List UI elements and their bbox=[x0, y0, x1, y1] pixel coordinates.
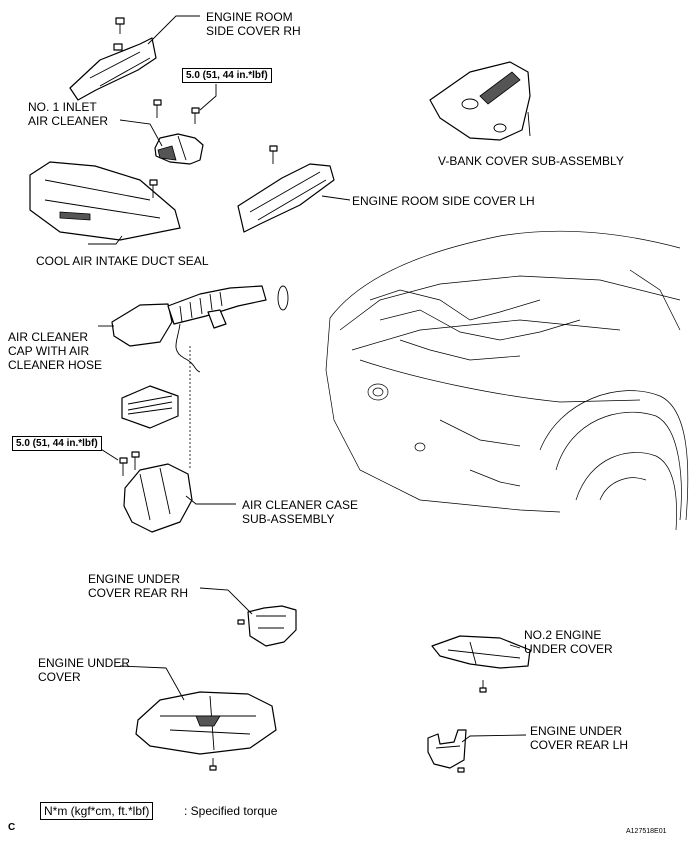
clip-icon bbox=[237, 619, 245, 625]
label-engine-under-cover-rear-lh: ENGINE UNDER COVER REAR LH bbox=[530, 724, 629, 752]
corner-mark: C bbox=[8, 822, 16, 833]
torque-spec-inlet: 5.0 (51, 44 in.*lbf) bbox=[182, 68, 272, 83]
no1-inlet-air-cleaner-part bbox=[154, 133, 204, 165]
torque-legend-description: : Specified torque bbox=[184, 804, 278, 818]
engine-under-cover-rear-lh-part bbox=[427, 729, 467, 769]
engine-under-cover-rear-rh-part bbox=[247, 605, 297, 647]
clip-icon bbox=[479, 680, 487, 693]
bolt-icon bbox=[153, 99, 200, 124]
torque-spec-case: 5.0 (51, 44 in.*lbf) bbox=[12, 436, 102, 451]
label-air-cleaner-cap: AIR CLEANER CAP WITH AIR CLEANER HOSE bbox=[8, 330, 103, 372]
figure-id: A127518E01 bbox=[626, 828, 667, 835]
label-engine-under-cover: ENGINE UNDER COVER bbox=[38, 656, 131, 684]
clip-icon bbox=[209, 758, 217, 771]
bolt-icon bbox=[115, 17, 125, 34]
label-air-cleaner-case: AIR CLEANER CASE SUB-ASSEMBLY bbox=[242, 498, 359, 526]
cool-air-intake-duct-seal-part bbox=[29, 161, 181, 241]
label-v-bank-cover: V-BANK COVER SUB-ASSEMBLY bbox=[438, 154, 624, 168]
vehicle-front-illustration bbox=[325, 230, 689, 531]
bolt-icon bbox=[269, 145, 278, 164]
air-filter-element-part bbox=[121, 385, 179, 429]
air-cleaner-case-part bbox=[123, 346, 193, 533]
label-no2-engine-under-cover: NO.2 ENGINE UNDER COVER bbox=[524, 628, 613, 656]
no2-engine-under-cover-part bbox=[431, 635, 531, 669]
engine-under-cover-part bbox=[135, 691, 277, 755]
engine-room-side-cover-lh-part bbox=[237, 163, 335, 233]
label-engine-room-side-cover-lh: ENGINE ROOM SIDE COVER LH bbox=[352, 194, 535, 208]
engine-room-side-cover-rh-part bbox=[69, 37, 157, 101]
clip-icon bbox=[457, 767, 465, 773]
label-engine-room-side-cover-rh: ENGINE ROOM SIDE COVER RH bbox=[206, 10, 301, 38]
torque-unit-legend: N*m (kgf*cm, ft.*lbf) bbox=[40, 802, 154, 820]
air-cleaner-cap-part bbox=[111, 285, 289, 373]
v-bank-cover-part bbox=[429, 61, 531, 141]
leader-lines bbox=[52, 15, 531, 743]
bolt-icon bbox=[119, 451, 140, 476]
label-engine-under-cover-rear-rh: ENGINE UNDER COVER REAR RH bbox=[88, 572, 189, 600]
label-cool-air-intake-duct-seal: COOL AIR INTAKE DUCT SEAL bbox=[36, 254, 209, 268]
label-no1-inlet-air-cleaner: NO. 1 INLET AIR CLEANER bbox=[28, 100, 109, 128]
bolt-icon bbox=[149, 179, 158, 198]
